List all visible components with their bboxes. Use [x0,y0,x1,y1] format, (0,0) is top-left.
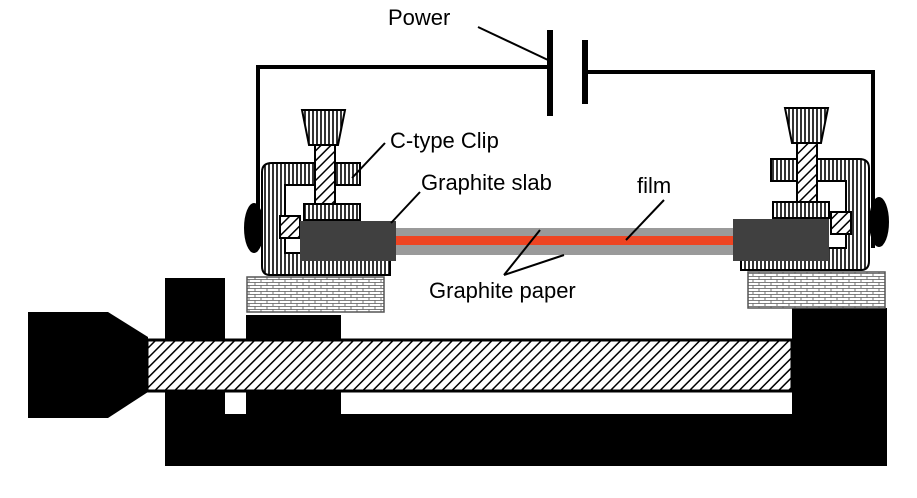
power-circuit [256,65,875,248]
left-graphite-slab [300,221,396,261]
base-frame [165,278,887,466]
film-label: film [637,173,671,198]
threaded-rod [145,338,794,393]
right-graphite-slab [733,219,829,261]
power-label: Power [388,5,450,30]
adjustment-knob [28,312,148,418]
left-c-clip [244,109,391,276]
left-insulating-block [246,276,385,313]
film [395,236,735,245]
right-insulating-block [747,271,886,309]
battery-symbol [547,30,588,116]
c-clip-label: C-type Clip [390,128,499,153]
graphite-slab-label: Graphite slab [421,170,552,195]
graphite-paper-label: Graphite paper [429,278,576,303]
leader-lines [351,26,665,276]
